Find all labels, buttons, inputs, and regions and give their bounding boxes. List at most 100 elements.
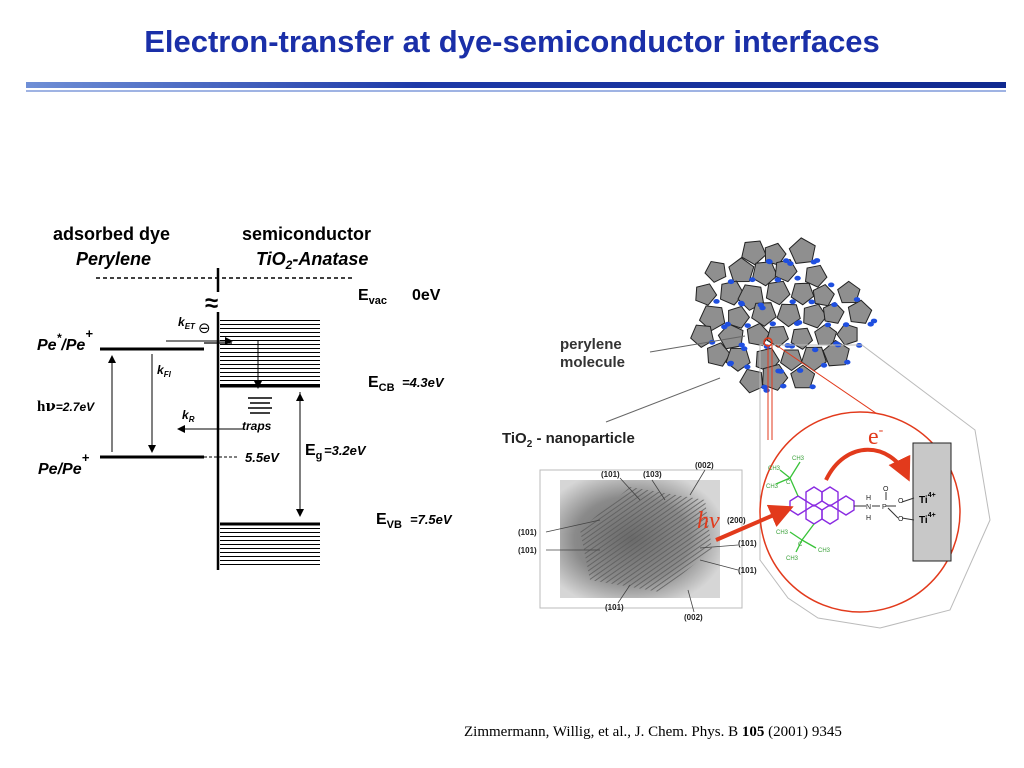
e-cb-label: ECB — [368, 374, 395, 394]
crystallite — [790, 364, 816, 389]
svg-text:N: N — [866, 504, 871, 511]
tio2-nanoparticle-label: TiO2 - nanoparticle — [502, 430, 635, 450]
crystallite — [728, 257, 755, 283]
svg-text:C: C — [798, 542, 803, 548]
svg-text:CH3: CH3 — [792, 456, 805, 462]
dye-molecule-dot — [812, 347, 819, 353]
svg-text:P: P — [882, 504, 887, 511]
axis-break-mark: ≈ — [205, 290, 218, 317]
k-et-label: kET — [178, 315, 196, 331]
crystallite — [751, 302, 777, 327]
ground-state-label: Pe/Pe+ — [38, 450, 90, 478]
zoom-outline — [759, 344, 991, 629]
crystallite — [780, 349, 803, 372]
dye-molecule-dot — [808, 299, 815, 305]
crystallite — [804, 264, 828, 288]
perylene-label-line1: perylene — [560, 336, 622, 353]
crystallite — [746, 322, 770, 347]
svg-text:C: C — [786, 480, 791, 486]
perylene-pointer-line — [649, 335, 746, 353]
crystallite — [717, 323, 744, 350]
dye-molecule-dot — [727, 360, 734, 366]
citation: Zimmermann, Willig, et al., J. Chem. Phy… — [464, 724, 842, 740]
crystallite — [752, 261, 778, 287]
svg-text:(101): (101) — [601, 470, 620, 479]
dye-molecule-dot — [766, 259, 773, 265]
crystallite — [788, 237, 816, 264]
semiconductor-heading: semiconductor — [242, 224, 371, 244]
dye-molecule-dot — [853, 297, 861, 302]
photon-label: hν — [697, 508, 720, 534]
ti-label-1: Ti4+ — [919, 492, 936, 506]
photon-arrow — [715, 504, 794, 542]
phosphonate-linker — [854, 492, 915, 521]
crystallite — [695, 283, 718, 306]
svg-text:O: O — [883, 486, 889, 493]
svg-text:CH3: CH3 — [766, 484, 779, 490]
dye-molecule-dot — [774, 277, 782, 283]
dye-molecule-dot — [842, 322, 850, 328]
valence-band — [220, 526, 320, 566]
svg-text:(101): (101) — [738, 566, 757, 575]
svg-text:O: O — [898, 498, 904, 505]
svg-text:(002): (002) — [695, 461, 714, 470]
nanoparticle-schematic: perylene molecule TiO2 - nanoparticle (1… — [502, 237, 991, 629]
k-r-label: kR — [182, 408, 195, 424]
dye-heading: adsorbed dye — [53, 224, 170, 244]
crystallite — [739, 368, 764, 394]
dye-molecule-dot — [844, 359, 851, 365]
tem-label-leaders — [545, 469, 739, 613]
svg-text:(101): (101) — [738, 539, 757, 548]
crystallite — [812, 283, 835, 307]
slide-title: Electron-transfer at dye-semiconductor i… — [144, 24, 880, 59]
crystallite — [837, 280, 861, 304]
tem-crystal-lattice — [580, 487, 712, 592]
dye-molecule-dot — [794, 275, 801, 281]
dye-molecule-dot — [724, 321, 731, 327]
svg-text:H: H — [866, 515, 871, 522]
svg-text:(103): (103) — [643, 470, 662, 479]
crystallite — [790, 282, 815, 306]
dye-molecule-dot — [749, 277, 756, 283]
dye-molecule-dot — [713, 299, 720, 304]
e-g-value: =3.2eV — [324, 443, 367, 458]
dye-molecule-dot — [783, 258, 790, 264]
dye-molecule-dot — [824, 322, 832, 328]
crystallite — [728, 305, 751, 329]
e-g-label: Eg — [305, 442, 322, 462]
electron-symbol: ⊖ — [198, 319, 211, 337]
tio2-surface — [912, 442, 952, 562]
level-5-5ev: 5.5eV — [245, 450, 280, 465]
photon-energy-label: hν=2.7eV — [37, 397, 95, 415]
e-vac-value: 0eV — [412, 287, 441, 304]
dye-molecule-dot — [741, 346, 748, 352]
e-vb-label: EVB — [376, 511, 402, 531]
svg-text:CH3: CH3 — [776, 530, 789, 536]
dye-molecule-dot — [775, 368, 782, 374]
semiconductor-name: TiO2-Anatase — [256, 249, 368, 272]
excited-state-label: Pe*/Pe+ — [37, 326, 93, 354]
trap-states — [248, 397, 272, 414]
perylene-label-line2: molecule — [560, 354, 625, 371]
dye-molecule-dot — [738, 342, 745, 348]
svg-text:(101): (101) — [518, 528, 537, 537]
crystallite — [765, 280, 791, 306]
crystallite — [822, 301, 845, 324]
crystallite — [790, 327, 814, 350]
energy-level-diagram: adsorbed dye Perylene semiconductor TiO2… — [37, 224, 453, 570]
svg-text:H: H — [866, 495, 871, 502]
traps-label: traps — [242, 419, 272, 433]
ti-label-2: Ti4+ — [919, 512, 936, 526]
dye-molecule-dot — [831, 302, 838, 308]
dye-molecule-dot — [738, 301, 745, 307]
e-cb-value: =4.3eV — [402, 375, 445, 390]
title-rule — [26, 82, 1006, 88]
crystallite — [776, 303, 801, 328]
crystallite — [847, 299, 873, 324]
svg-text:O: O — [898, 516, 904, 523]
dye-molecule-dot — [820, 362, 828, 368]
dye-molecule-dot — [787, 261, 794, 266]
svg-text:(101): (101) — [605, 603, 624, 612]
dye-molecule-dot — [757, 302, 764, 308]
dye-molecule-dot — [828, 282, 835, 288]
